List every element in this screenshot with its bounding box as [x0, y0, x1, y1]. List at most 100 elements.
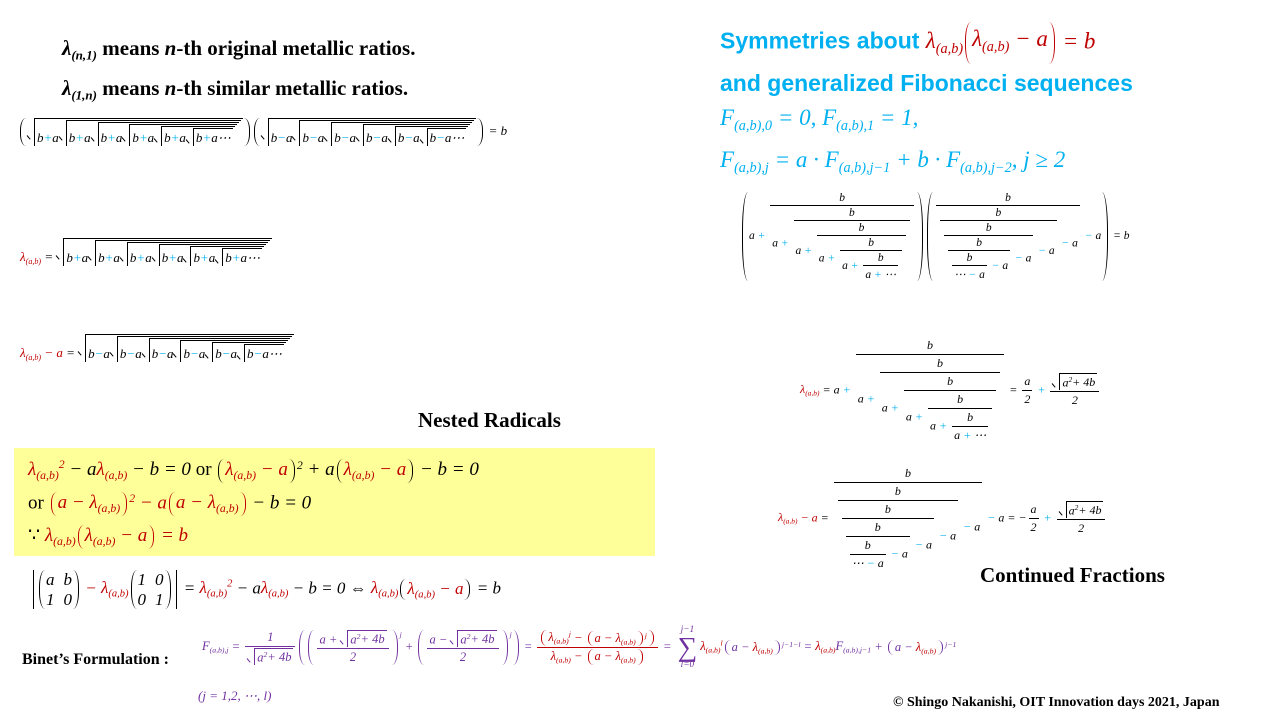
math-symbol: λ(a,b) — [778, 510, 798, 526]
math-text: b — [874, 520, 881, 534]
bracket-group: a − λ(a,b)j−1 — [886, 639, 956, 656]
math-symbol: + — [887, 400, 902, 415]
fraction-numerator: b — [849, 538, 886, 555]
math-symbol: + — [75, 130, 85, 145]
math-symbol: λ(a,b)2 — [28, 458, 65, 483]
fraction-numerator: b — [793, 207, 911, 221]
fraction: b⋯ − a — [849, 538, 886, 571]
math-symbol: + — [1040, 510, 1055, 525]
math-text: b — [397, 130, 405, 145]
math-text: b — [1005, 192, 1011, 204]
math-symbol: a − — [175, 492, 208, 513]
subscript: (a,b) — [982, 38, 1010, 55]
fraction-denominator: b⋯ − a − a — [948, 251, 1010, 281]
math-text: a — [198, 346, 206, 361]
fraction-denominator: 2 — [317, 649, 388, 665]
math-text: a − — [594, 630, 616, 645]
paren-left — [168, 492, 175, 517]
math-symbol: + — [754, 230, 769, 243]
math-symbol: − a — [256, 458, 288, 480]
subscript: (a,b) — [378, 589, 399, 601]
subscript: (a,b),j−1 — [843, 645, 872, 655]
math-text: a + — [319, 632, 341, 647]
math-text: a — [1025, 252, 1032, 265]
math-symbol: − — [863, 556, 878, 570]
fraction-numerator: b — [840, 237, 903, 251]
paren-right — [637, 649, 643, 666]
math-symbol: − a — [797, 510, 818, 525]
exponent: j — [509, 629, 512, 639]
math-text: b — [995, 207, 1002, 219]
fraction: b⋯ − a — [952, 252, 987, 281]
math-text: b — [193, 250, 200, 265]
math-text: − a — [232, 578, 261, 598]
math-text: b — [66, 250, 73, 265]
math-text: a — [901, 546, 908, 561]
bracket-group: λ(a,b)j − a − λ(a,b)j — [539, 629, 656, 647]
math-text: -th original metallic ratios. — [176, 36, 416, 60]
math-symbol: + — [202, 130, 212, 145]
subscript: (a,b) — [620, 637, 636, 647]
radical-sign-icon — [388, 126, 396, 146]
subscript: (a,b),1 — [836, 118, 875, 135]
math-text: a — [208, 250, 216, 265]
bracket-group: a − λ(a,b)j — [586, 630, 647, 647]
paren-left — [400, 578, 406, 601]
math-text: + 4b — [267, 650, 292, 665]
fraction-numerator: a2 + 4b — [1050, 372, 1100, 393]
radical-sign-icon — [237, 344, 246, 362]
math-text: b — [926, 338, 933, 352]
subscript: (a,b) — [25, 257, 42, 266]
radical-sign-icon — [91, 122, 99, 146]
radical-sign-icon — [340, 629, 349, 648]
fraction-numerator: b — [952, 252, 987, 266]
math-symbol: F(a,b),1 — [822, 105, 875, 135]
paren-left — [742, 192, 748, 281]
binet-label: Binet’s Formulation : — [22, 651, 169, 668]
radicand: b − a⋯ — [245, 344, 284, 362]
group-content: λ(a,b)j − a − λ(a,b)j — [548, 630, 647, 647]
math-symbol: − — [887, 546, 902, 561]
math-text: a — [179, 130, 186, 145]
math-text: − b = 0 — [127, 459, 196, 481]
math-text: b — [37, 130, 44, 145]
math-text: b — [429, 130, 437, 145]
group-content: a − λ(a,b) — [895, 640, 936, 656]
math-symbol: n — [164, 36, 177, 60]
math-symbol: λ(a,b) — [800, 382, 820, 398]
math-text: b — [100, 130, 108, 145]
matrix-cell: 1 — [137, 570, 147, 589]
fraction-numerator: b — [928, 392, 993, 409]
math-symbol: − a — [434, 578, 464, 598]
subscript: (a,b) — [268, 589, 289, 601]
fraction-denominator: 2 — [1029, 519, 1039, 535]
radical-sign-icon — [292, 120, 301, 146]
math-text: a — [795, 245, 802, 258]
math-text: b — [161, 250, 169, 265]
radicand: a2 + 4b — [348, 629, 387, 648]
math-text: a — [930, 418, 937, 433]
matrix-cell: a — [46, 570, 55, 589]
math-symbol: λ(a,b) — [752, 639, 773, 656]
math-symbol: λ(a,b) — [84, 524, 116, 548]
math-symbol: F(a,b),j−2 — [946, 147, 1012, 177]
square-root: a2 + 4b — [340, 629, 387, 648]
paren-right — [148, 524, 155, 549]
